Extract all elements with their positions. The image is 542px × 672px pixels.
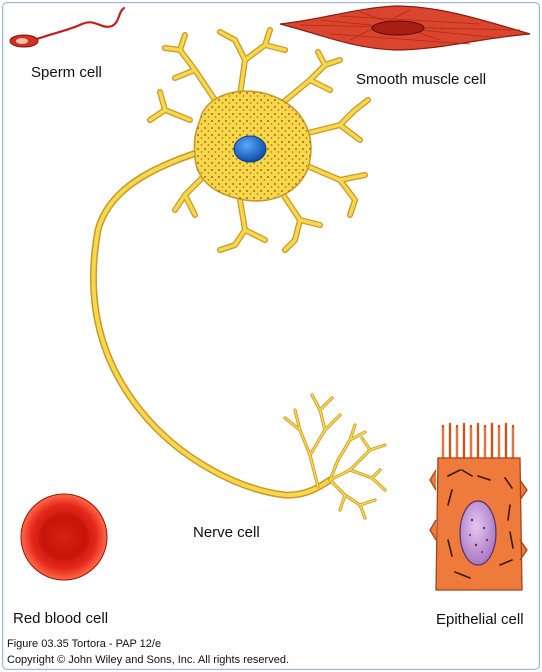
- epithelial-cell: [429, 422, 528, 591]
- red-blood-cell-label: Red blood cell: [13, 610, 109, 627]
- nerve-nucleus: [233, 135, 267, 163]
- smooth-muscle-cell: [279, 5, 531, 51]
- red-blood-cell: [20, 493, 108, 581]
- sperm-cell: [9, 6, 126, 48]
- epithelial-nucleus: [459, 500, 497, 566]
- nerve-cell: [90, 27, 387, 520]
- sperm-cell-label: Sperm cell: [31, 64, 102, 81]
- epithelial-cell-label: Epithelial cell: [436, 611, 524, 628]
- nerve-cell-label: Nerve cell: [193, 524, 260, 541]
- copyright-notice: Copyright © John Wiley and Sons, Inc. Al…: [7, 654, 290, 666]
- smooth-muscle-cell-label: Smooth muscle cell: [356, 71, 487, 88]
- figure-caption: Figure 03.35 Tortora - PAP 12/e: [7, 638, 162, 650]
